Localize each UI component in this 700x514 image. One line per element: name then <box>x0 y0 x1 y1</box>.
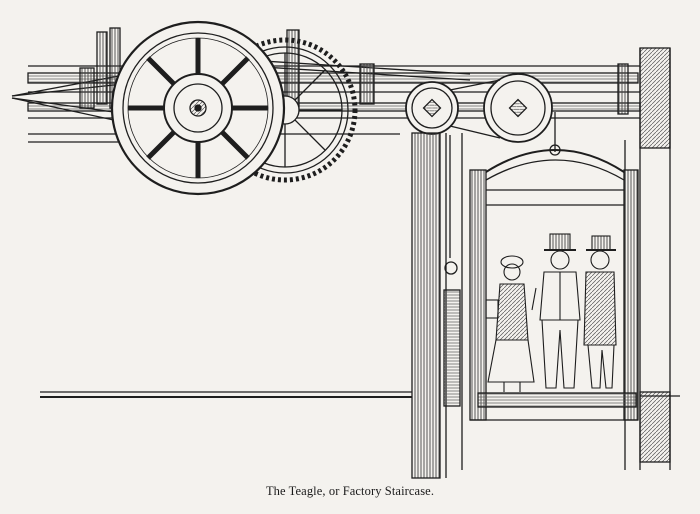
flywheel <box>110 20 286 196</box>
floor-beam <box>40 391 680 398</box>
man-figure-right <box>583 235 617 389</box>
shaft-walls <box>411 47 671 479</box>
counterweight <box>443 135 461 407</box>
figure-caption: The Teagle, or Factory Staircase. <box>265 484 435 498</box>
woman-figure <box>485 255 535 392</box>
man-figure-center <box>531 233 581 389</box>
hoist-pulleys <box>405 73 553 143</box>
hoist-cage <box>469 112 639 421</box>
teagle-engraving <box>11 20 680 479</box>
passengers <box>485 233 617 392</box>
